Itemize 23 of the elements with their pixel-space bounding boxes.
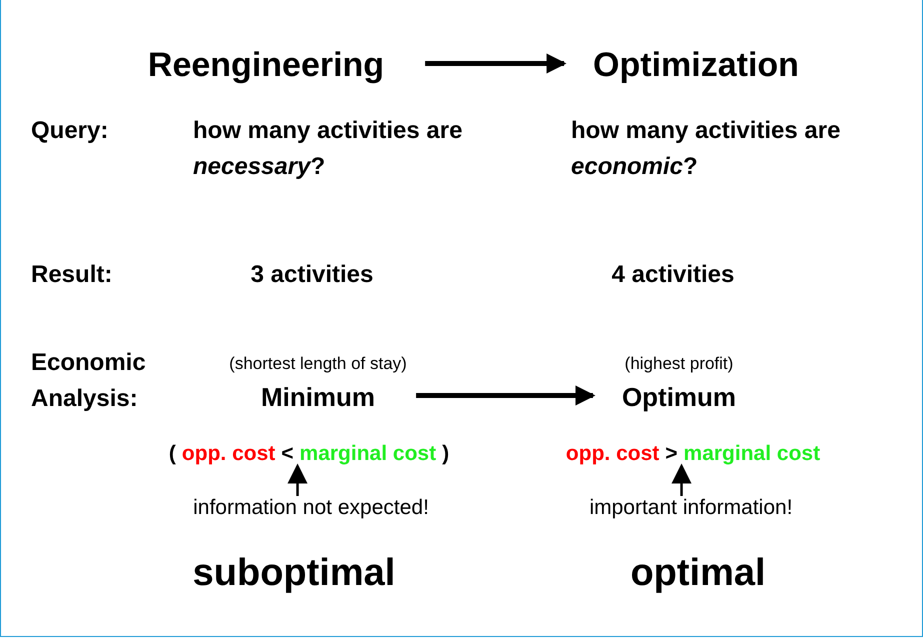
- result-text: 4 activities: [612, 260, 734, 290]
- row-label: Query:: [31, 116, 108, 146]
- result-term: Minimum: [260, 382, 376, 413]
- note-text: information not expected!: [193, 496, 429, 520]
- arrow: [672, 464, 692, 496]
- verdict-text: suboptimal: [192, 555, 396, 591]
- heading: Reengineering: [148, 46, 384, 85]
- arrow: [288, 464, 308, 496]
- side-note: (highest profit): [624, 354, 734, 374]
- result-text: 3 activities: [250, 260, 374, 290]
- result-term: Optimum: [622, 382, 736, 413]
- note-text: important information!: [589, 496, 793, 520]
- row-label: Result:: [31, 260, 112, 290]
- arrow: [425, 54, 567, 74]
- row-label: Economic Analysis:: [31, 348, 147, 414]
- arrow: [416, 386, 596, 406]
- comparison-text: ( opp. cost < marginal cost ): [166, 442, 452, 466]
- question-text: how many activities are necessary?: [193, 116, 464, 182]
- question-text: how many activities are economic?: [571, 116, 842, 182]
- side-note: (shortest length of stay): [229, 354, 407, 374]
- comparison-text: opp. cost > marginal cost: [562, 442, 824, 466]
- heading: Optimization: [593, 46, 799, 85]
- verdict-text: optimal: [630, 555, 766, 591]
